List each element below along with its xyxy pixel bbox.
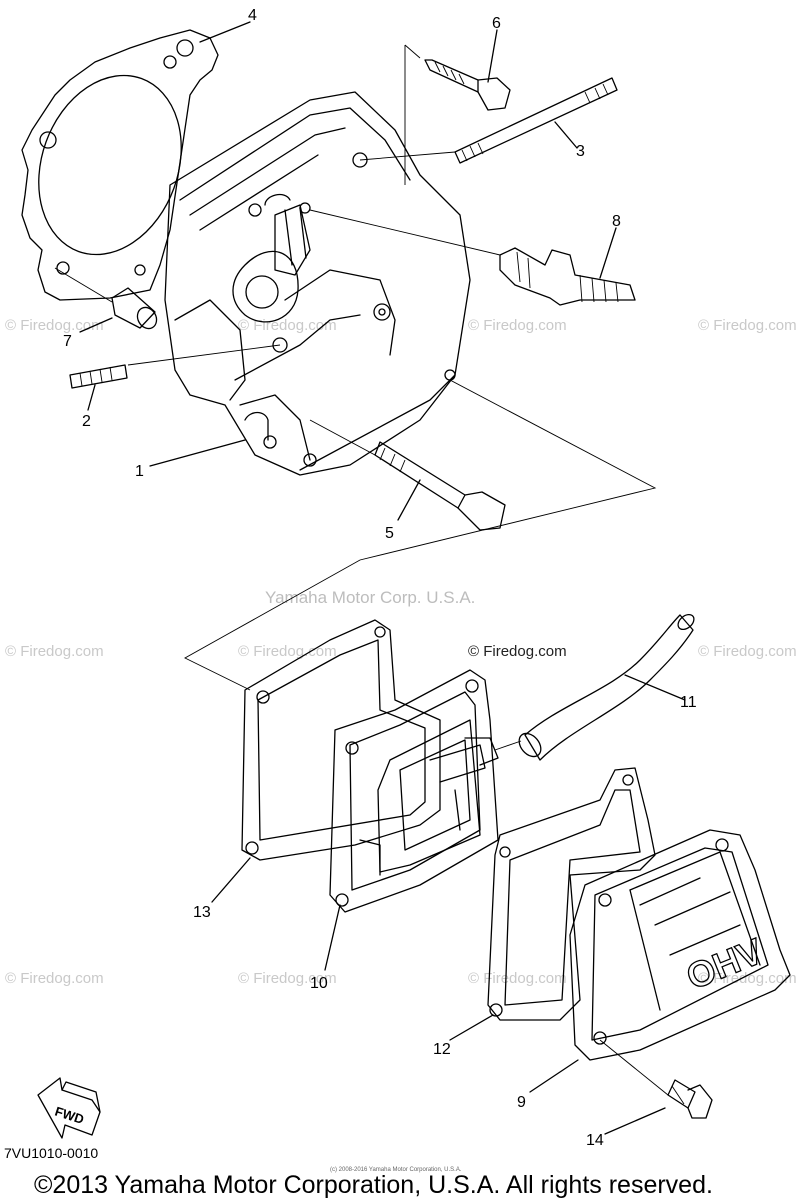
part-label-6: 6 <box>492 15 501 32</box>
part-label-3: 3 <box>576 143 585 160</box>
cylinder-head <box>164 91 471 476</box>
watermark: © Firedog.com <box>238 643 337 660</box>
watermark: © Firedog.com <box>5 643 104 660</box>
part-label-14: 14 <box>586 1132 604 1149</box>
watermark: © Firedog.com <box>468 643 567 660</box>
watermark: © Firedog.com <box>698 643 797 660</box>
tiny-copyright: (c) 2008-2016 Yamaha Motor Corporation, … <box>330 1167 462 1173</box>
part-label-7: 7 <box>63 333 72 350</box>
diagram-code: 7VU1010-0010 <box>4 1145 98 1161</box>
watermark: © Firedog.com <box>698 317 797 334</box>
watermark-yamaha: Yamaha Motor Corp. U.S.A. <box>265 588 475 607</box>
part-label-12: 12 <box>433 1041 451 1058</box>
copyright-notice: ©2013 Yamaha Motor Corporation, U.S.A. A… <box>34 1171 713 1199</box>
leader-lines <box>79 21 686 1135</box>
part-label-13: 13 <box>193 904 211 921</box>
breather-hose-11 <box>494 613 695 761</box>
dowel-pin-7 <box>111 287 158 330</box>
watermark: © Firedog.com <box>468 317 567 334</box>
watermark: © Firedog.com <box>468 970 567 987</box>
part-label-9: 9 <box>517 1094 526 1111</box>
part-label-10: 10 <box>310 975 328 992</box>
gasket-13 <box>241 619 441 861</box>
gasket-12 <box>487 767 656 1021</box>
valve-cover-9: OHV <box>569 829 791 1061</box>
fwd-arrow: FWD <box>37 1077 101 1139</box>
bolt-5 <box>374 441 506 531</box>
head-gasket <box>21 29 219 301</box>
watermark: © Firedog.com <box>5 317 104 334</box>
stud-2 <box>69 364 128 389</box>
watermark: © Firedog.com <box>698 970 797 987</box>
stud-bolt-3 <box>454 77 618 164</box>
breather-cover-10 <box>329 669 499 913</box>
watermark: © Firedog.com <box>238 970 337 987</box>
watermarks: © Firedog.com © Firedog.com © Firedog.co… <box>5 317 797 987</box>
spark-plug-8 <box>499 247 636 306</box>
part-label-4: 4 <box>248 7 257 24</box>
reference-lines-upper <box>54 44 657 691</box>
bolt-14 <box>599 1039 713 1119</box>
bolt-6 <box>424 59 511 111</box>
part-label-5: 5 <box>385 525 394 542</box>
part-labels: 4 6 3 8 7 2 1 5 11 13 10 12 9 14 <box>63 7 697 1149</box>
part-label-11: 11 <box>680 694 697 711</box>
part-label-8: 8 <box>612 213 621 230</box>
part-label-1: 1 <box>135 463 144 480</box>
part-label-2: 2 <box>82 413 91 430</box>
fwd-text: FWD <box>53 1104 86 1127</box>
watermark: © Firedog.com <box>5 970 104 987</box>
